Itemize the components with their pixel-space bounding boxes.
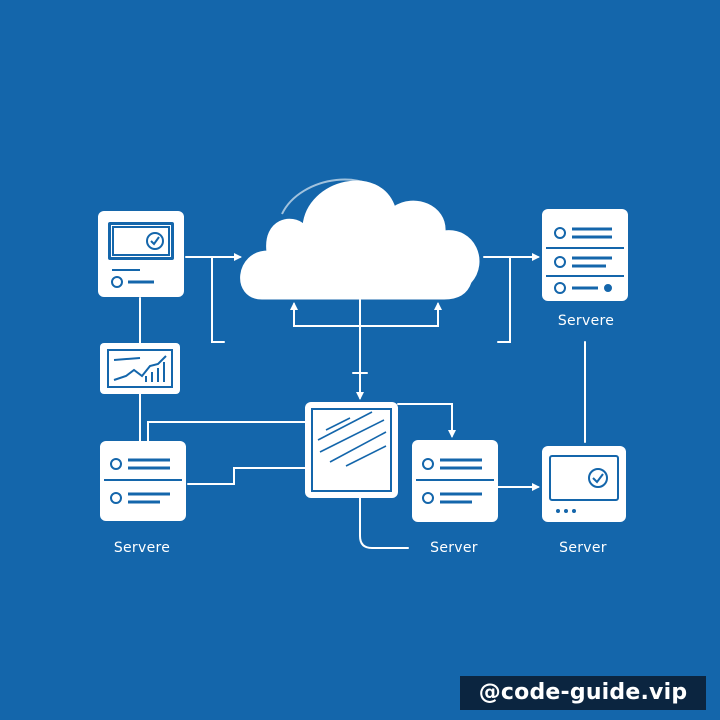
- monitor-top-left[interactable]: [98, 211, 184, 297]
- connector-panel-to-label: [359, 497, 409, 549]
- monitor-check-icon: [549, 455, 619, 513]
- hatched-panel-icon: [311, 408, 392, 492]
- cloud-node[interactable]: [240, 178, 480, 300]
- chart-panel[interactable]: [100, 343, 180, 394]
- server-icon: [416, 458, 494, 504]
- server-bottom-left-label: Servere: [114, 540, 170, 556]
- connector-panel-to-server-left-top: [147, 421, 306, 442]
- server-top-right-label: Servere: [558, 313, 614, 329]
- central-panel[interactable]: [305, 402, 398, 498]
- connectors: [139, 253, 586, 549]
- server-bottom-left[interactable]: [100, 441, 186, 521]
- connector-bracket-right: [497, 257, 511, 343]
- server-icon: [104, 458, 182, 504]
- monitor-bottom-right[interactable]: [542, 446, 626, 522]
- cloud-icon: [240, 180, 480, 300]
- server-top-right[interactable]: [542, 209, 628, 301]
- server-icon: [546, 227, 624, 294]
- connector-panel-to-server-mid: [397, 403, 456, 438]
- monitor-check-icon: [108, 222, 174, 288]
- chart-icon: [107, 349, 173, 388]
- watermark-text: @code-guide.vip: [460, 676, 706, 710]
- server-bottom-mid-label: Server: [430, 540, 478, 556]
- connector-cloud-bottom-loop: [293, 305, 439, 327]
- server-bottom-mid[interactable]: [412, 440, 498, 522]
- connector-bracket-left: [211, 257, 225, 343]
- connector-panel-to-server-left-mid: [187, 467, 306, 485]
- monitor-bottom-right-label: Server: [559, 540, 607, 556]
